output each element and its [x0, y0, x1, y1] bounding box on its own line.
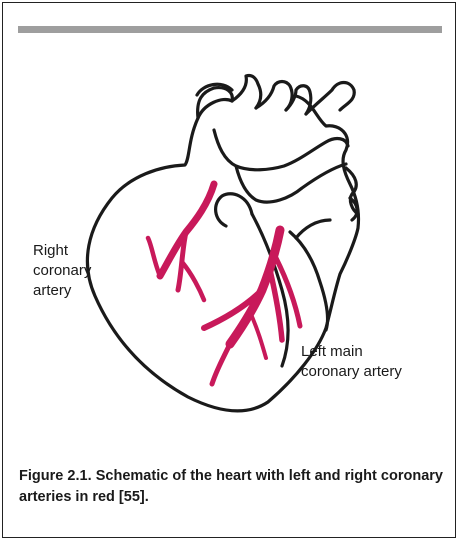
right-coronary-branch-3: [182, 262, 204, 300]
atrium-outline: [214, 130, 348, 170]
right-coronary-branch-2: [148, 238, 160, 276]
vessel-outline-1: [232, 75, 261, 108]
right-coronary-label: Right coronary artery: [33, 241, 91, 301]
left-main-coronary-label: Left main coronary artery: [301, 342, 402, 382]
figure-number: Figure 2.1: [19, 468, 88, 484]
left-coronary-branch-5: [250, 312, 266, 358]
coronary-arteries: [148, 184, 300, 384]
ventricle-line: [216, 194, 252, 226]
left-branch-outline-2: [296, 220, 330, 238]
vessel-outline-3: [286, 86, 311, 114]
figure-caption: Figure 2.1. Schematic of the heart with …: [19, 466, 443, 508]
left-coronary-branch-2: [212, 344, 230, 384]
